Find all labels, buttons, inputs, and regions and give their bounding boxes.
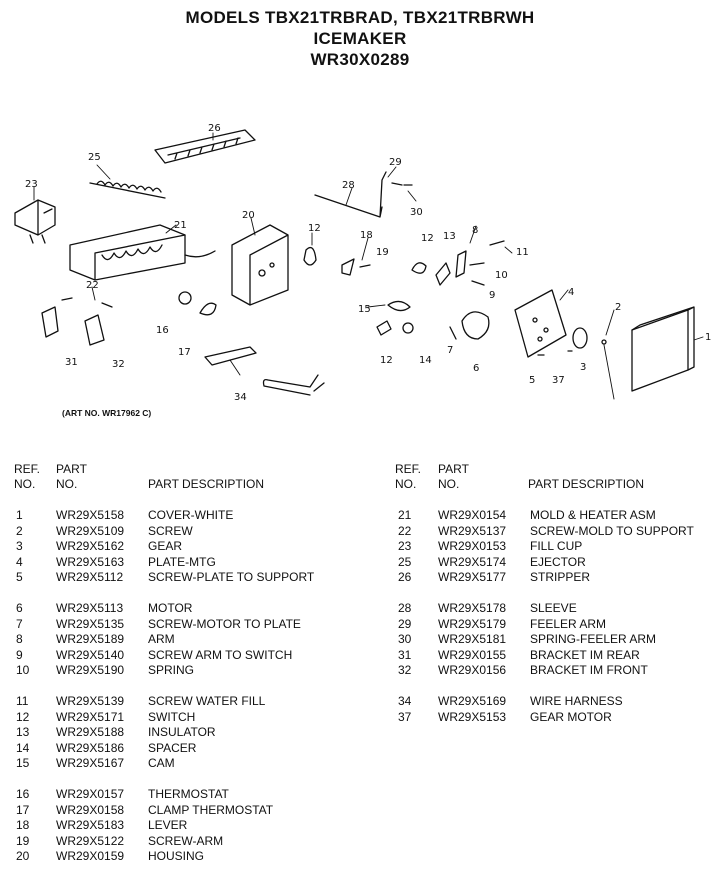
diagram-label: 14 xyxy=(419,355,432,366)
diagram-label: 19 xyxy=(376,247,389,258)
art-number: (ART NO. WR17962 C) xyxy=(62,408,152,418)
diagram-label: 7 xyxy=(447,345,453,356)
diagram-label: 26 xyxy=(208,123,221,134)
diagram-label: 28 xyxy=(342,180,355,191)
diagram-label: 13 xyxy=(443,231,456,242)
page-title: MODELS TBX21TRBRAD, TBX21TRBRWH xyxy=(185,8,535,27)
diagram-label: 20 xyxy=(242,210,255,221)
part-screws-mold-drawing xyxy=(61,297,113,308)
diagram-label: 5 xyxy=(529,375,535,386)
diagram-label: 15 xyxy=(358,304,371,315)
part-motor-drawing xyxy=(449,311,490,340)
part-switch-cluster-drawing xyxy=(411,240,505,286)
ref-header-left: REF. NO. xyxy=(14,462,41,491)
part-feeler-arm-drawing xyxy=(314,171,413,218)
page-subtitle: ICEMAKER xyxy=(313,29,407,48)
part-cam-drawing xyxy=(376,300,414,336)
diagram-label: 6 xyxy=(473,363,479,374)
diagram-label: 30 xyxy=(410,207,423,218)
part-gear-screws-drawing xyxy=(537,327,607,356)
diagram-label: 37 xyxy=(552,375,565,386)
diagram-label: 18 xyxy=(360,230,373,241)
part-wire-harness-drawing xyxy=(204,346,325,396)
part-thermostat-drawing xyxy=(178,291,217,316)
diagram-label: 2 xyxy=(615,302,621,313)
diagram-label: 34 xyxy=(234,392,247,403)
part-housing-drawing xyxy=(231,224,289,306)
part-mold-heater-drawing xyxy=(69,224,216,281)
diagram-label: 11 xyxy=(516,247,529,258)
part-header-left: PART NO. xyxy=(56,462,87,491)
desc-header-left: PART DESCRIPTION xyxy=(148,477,265,491)
diagram-label: 29 xyxy=(389,157,402,168)
leader-lines xyxy=(33,132,704,400)
diagram-label: 25 xyxy=(88,152,101,163)
diagram-label: 12 xyxy=(308,223,321,234)
diagram-label: 9 xyxy=(489,290,495,301)
part-fill-cup-drawing xyxy=(14,199,56,244)
part-header-right: PART NO. xyxy=(438,462,469,491)
ref-header-right: REF. NO. xyxy=(395,462,422,491)
diagram-label: 16 xyxy=(156,325,169,336)
part-ejector-drawing xyxy=(89,180,166,199)
diagram-label: 17 xyxy=(178,347,191,358)
part-plate-mtg-drawing xyxy=(514,289,567,358)
diagram-label: 22 xyxy=(86,280,99,291)
desc-header-right: PART DESCRIPTION xyxy=(528,477,645,491)
part-brackets-drawing xyxy=(41,306,105,346)
diagram-label: 31 xyxy=(65,357,78,368)
diagram-label: 8 xyxy=(472,225,478,236)
diagram-label: 21 xyxy=(174,220,187,231)
diagram-label: 12 xyxy=(380,355,393,366)
diagram-label: 4 xyxy=(568,287,574,298)
diagram-label: 23 xyxy=(25,179,38,190)
diagram-label: 3 xyxy=(580,362,586,373)
assembly-number: WR30X0289 xyxy=(310,50,410,69)
diagram-label: 12 xyxy=(421,233,434,244)
diagram-label: 10 xyxy=(495,270,508,281)
part-lever-drawing xyxy=(303,246,371,276)
part-stripper-drawing xyxy=(154,129,256,164)
exploded-parts-diagram: 26 25 23 21 20 12 18 19 28 29 30 12 13 8… xyxy=(14,123,711,403)
diagram-label: 32 xyxy=(112,359,125,370)
diagram-label: 1 xyxy=(705,332,711,343)
diagram-labels: 26 25 23 21 20 12 18 19 28 29 30 12 13 8… xyxy=(25,123,711,403)
part-cover-drawing xyxy=(631,306,695,392)
